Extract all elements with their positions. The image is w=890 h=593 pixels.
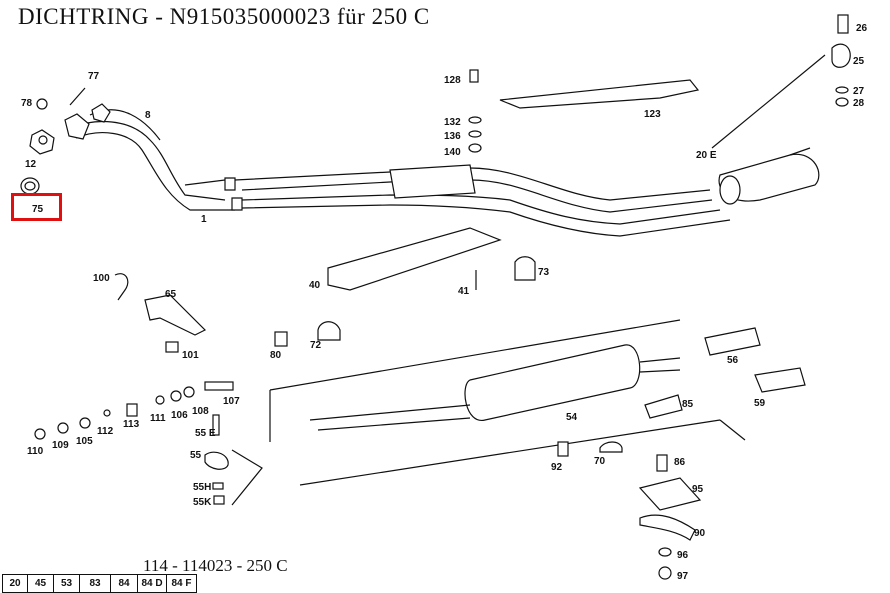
part-label-12: 12 bbox=[25, 159, 37, 170]
part-label-101: 101 bbox=[182, 350, 199, 361]
part-label-40: 40 bbox=[309, 280, 321, 291]
part-label-110: 110 bbox=[27, 446, 44, 457]
part-label-27: 27 bbox=[853, 86, 865, 97]
part-label-78: 78 bbox=[21, 98, 33, 109]
hanger-parts-right bbox=[711, 14, 851, 149]
fastener-row bbox=[34, 381, 263, 506]
part-label-140: 140 bbox=[444, 147, 461, 158]
page-title: DICHTRING - N915035000023 für 250 C bbox=[18, 4, 430, 29]
model-reference: 114 - 114023 - 250 C bbox=[143, 556, 288, 575]
part-label-55K: 55K bbox=[193, 497, 212, 508]
part-label-25: 25 bbox=[853, 56, 865, 67]
part-label-72: 72 bbox=[310, 340, 322, 351]
lower-right-parts bbox=[557, 394, 702, 580]
group-tabs: 20 45 53 83 84 84 D 84 F bbox=[2, 574, 197, 593]
highlight-box-part-75 bbox=[11, 193, 62, 221]
part-label-65: 65 bbox=[165, 289, 177, 300]
flange-parts bbox=[20, 87, 111, 195]
main-pipes bbox=[234, 164, 731, 237]
tab-45[interactable]: 45 bbox=[27, 574, 54, 593]
tab-84-f[interactable]: 84 F bbox=[166, 574, 197, 593]
part-label-8: 8 bbox=[145, 110, 151, 121]
part-label-128: 128 bbox=[444, 75, 461, 86]
part-label-97: 97 bbox=[677, 571, 689, 582]
part-label-56: 56 bbox=[727, 355, 739, 366]
mount-bracket bbox=[114, 273, 341, 353]
front-muffler-box bbox=[269, 319, 746, 486]
part-label-80: 80 bbox=[270, 350, 282, 361]
rear-muffler bbox=[718, 147, 820, 205]
part-label-96: 96 bbox=[677, 550, 689, 561]
tab-20[interactable]: 20 bbox=[2, 574, 28, 593]
part-label-107: 107 bbox=[223, 396, 240, 407]
part-label-100: 100 bbox=[93, 273, 110, 284]
part-label-108: 108 bbox=[192, 406, 209, 417]
part-label-136: 136 bbox=[444, 131, 461, 142]
part-label-41: 41 bbox=[458, 286, 470, 297]
part-label-95: 95 bbox=[692, 484, 704, 495]
part-label-113: 113 bbox=[123, 419, 140, 430]
part-label-26: 26 bbox=[856, 23, 868, 34]
part-label-92: 92 bbox=[551, 462, 563, 473]
front-exhaust-pipes bbox=[69, 109, 243, 211]
part-label-112: 112 bbox=[97, 426, 114, 437]
part-label-90: 90 bbox=[694, 528, 706, 539]
part-label-123: 123 bbox=[644, 109, 661, 120]
sleeves bbox=[704, 327, 806, 393]
part-label-28: 28 bbox=[853, 98, 865, 109]
tab-84[interactable]: 84 bbox=[110, 574, 138, 593]
part-label-55H: 55H bbox=[193, 482, 211, 493]
part-label-20E: 20 E bbox=[696, 150, 717, 161]
part-label-1: 1 bbox=[201, 214, 207, 225]
part-label-75: 75 bbox=[32, 204, 44, 215]
part-label-54: 54 bbox=[566, 412, 578, 423]
heat-shield bbox=[327, 227, 536, 291]
tab-83[interactable]: 83 bbox=[79, 574, 111, 593]
part-label-106: 106 bbox=[171, 410, 188, 421]
part-label-86: 86 bbox=[674, 457, 686, 468]
part-label-111: 111 bbox=[150, 413, 166, 424]
part-label-55E: 55 E bbox=[195, 428, 216, 439]
part-label-85: 85 bbox=[682, 399, 694, 410]
top-bracket bbox=[468, 69, 700, 153]
part-label-73: 73 bbox=[538, 267, 550, 278]
tab-53[interactable]: 53 bbox=[53, 574, 80, 593]
part-label-59: 59 bbox=[754, 398, 766, 409]
part-label-105: 105 bbox=[76, 436, 93, 447]
tab-84-d[interactable]: 84 D bbox=[137, 574, 167, 593]
part-label-70: 70 bbox=[594, 456, 606, 467]
part-label-55: 55 bbox=[190, 450, 202, 461]
part-label-109: 109 bbox=[52, 440, 69, 451]
part-label-132: 132 bbox=[444, 117, 461, 128]
part-label-77: 77 bbox=[88, 71, 100, 82]
